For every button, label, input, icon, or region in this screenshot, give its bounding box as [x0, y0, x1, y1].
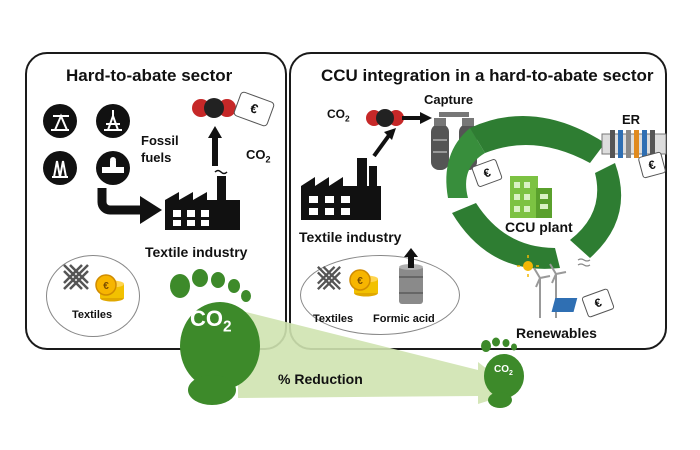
large-co2-subscript: 2: [223, 318, 232, 336]
small-co2-footprint-icon: [481, 337, 524, 408]
reduction-arrow: [238, 310, 516, 404]
price-tag-symbol: €: [248, 100, 261, 117]
emission-up-arrow: [208, 126, 222, 166]
left-industry-label: Textile industry: [145, 244, 248, 260]
barrel-up-arrow: [404, 248, 418, 268]
left-textiles-label: Textiles: [72, 309, 113, 321]
co2-molecule-icon: [192, 98, 236, 118]
reduction-label: % Reduction: [278, 371, 363, 387]
small-co2-text: CO: [494, 364, 509, 375]
right-coins-icon: €: [349, 269, 378, 297]
small-footprint-co2-text: CO2: [494, 364, 513, 377]
factory-to-co2-arrow: [372, 128, 396, 158]
ccu-plant-label: CCU plant: [505, 219, 573, 235]
er-price-symbol: €: [646, 157, 658, 173]
pipeline-valve-icon: [96, 151, 130, 185]
formic-acid-label: Formic acid: [373, 313, 435, 325]
large-footprint-co2-text: CO2: [190, 306, 232, 336]
renewables-icon: [517, 255, 591, 318]
co2-to-capture-arrow: [402, 112, 432, 124]
ccu-plant-icon: [510, 176, 552, 218]
large-co2-footprint-icon: [170, 269, 260, 405]
fossil-to-factory-arrow: [97, 188, 162, 224]
gas-tower-icon: [43, 151, 77, 185]
renewables-price-symbol: €: [592, 295, 604, 311]
small-co2-subscript: 2: [509, 370, 513, 377]
fossil-fuels-label: Fossil fuels: [141, 132, 179, 166]
svg-text:€: €: [103, 281, 109, 292]
fossil-label-line2: fuels: [141, 150, 172, 165]
products-oval: [300, 255, 460, 335]
right-textile-mesh-icon: [317, 266, 341, 290]
textile-mesh-icon: [63, 264, 89, 290]
right-co2-subscript: 2: [345, 113, 350, 124]
right-panel-title: CCU integration in a hard-to-abate secto…: [321, 66, 654, 85]
factory-icon: [165, 169, 240, 230]
large-co2-text: CO: [190, 306, 223, 331]
oil-pump-icon: [43, 104, 77, 138]
capture-label: Capture: [424, 92, 474, 107]
renewables-label: Renewables: [516, 325, 597, 341]
oil-rig-icon: [96, 104, 130, 138]
right-factory-icon: [301, 158, 381, 220]
right-co2-label: CO2: [327, 107, 350, 123]
recycle-cycle-icon: [446, 116, 622, 269]
left-panel-title: Hard-to-abate sector: [66, 66, 233, 85]
co2-text: CO: [246, 147, 266, 162]
right-textiles-label: Textiles: [313, 313, 354, 325]
electroreactor-icon: [601, 130, 667, 158]
right-co2-text: CO: [327, 107, 345, 121]
fossil-label-line1: Fossil: [141, 133, 179, 148]
right-co2-molecule-icon: [366, 109, 404, 127]
right-industry-label: Textile industry: [299, 229, 402, 245]
textiles-oval: [46, 255, 140, 337]
co2-emission-label: CO2: [246, 147, 271, 165]
er-label: ER: [622, 112, 641, 127]
co2-subscript: 2: [265, 154, 271, 165]
coins-icon: €: [95, 274, 124, 302]
svg-text:€: €: [357, 276, 363, 287]
